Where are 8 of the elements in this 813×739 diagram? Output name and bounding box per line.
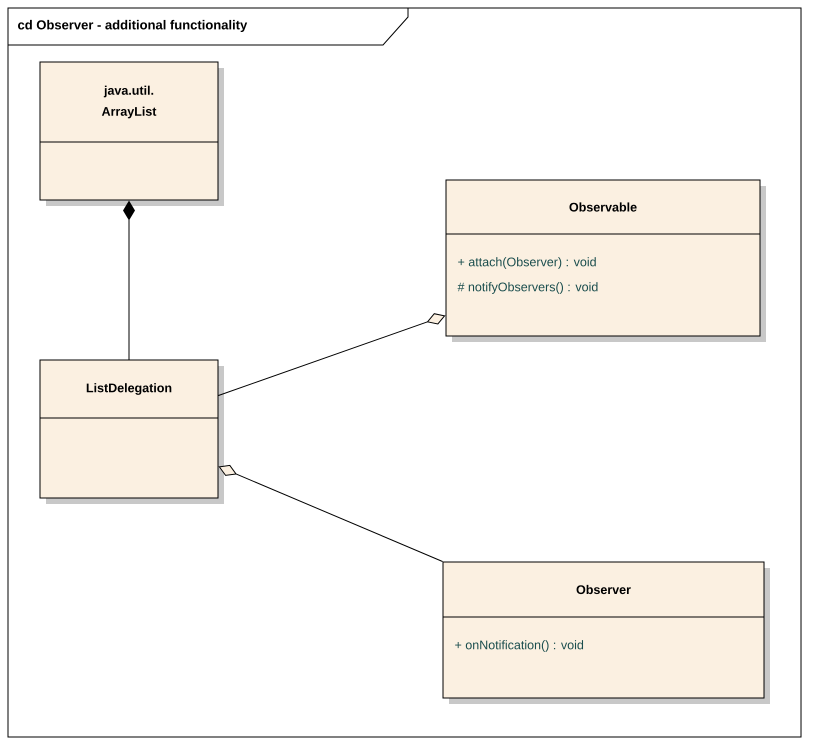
association-line <box>218 313 446 396</box>
association-line <box>218 464 443 562</box>
class-box: Observer + onNotification() : void <box>442 562 770 704</box>
class-box: ListDelegation <box>40 360 224 504</box>
class-box: Observable + attach(Observer) : void # notifyObservers() : void <box>446 180 766 342</box>
association-line <box>123 200 135 360</box>
class-box: java.util. ArrayList <box>40 62 224 206</box>
frame-title: cd Observer - additional functionality <box>8 8 408 46</box>
